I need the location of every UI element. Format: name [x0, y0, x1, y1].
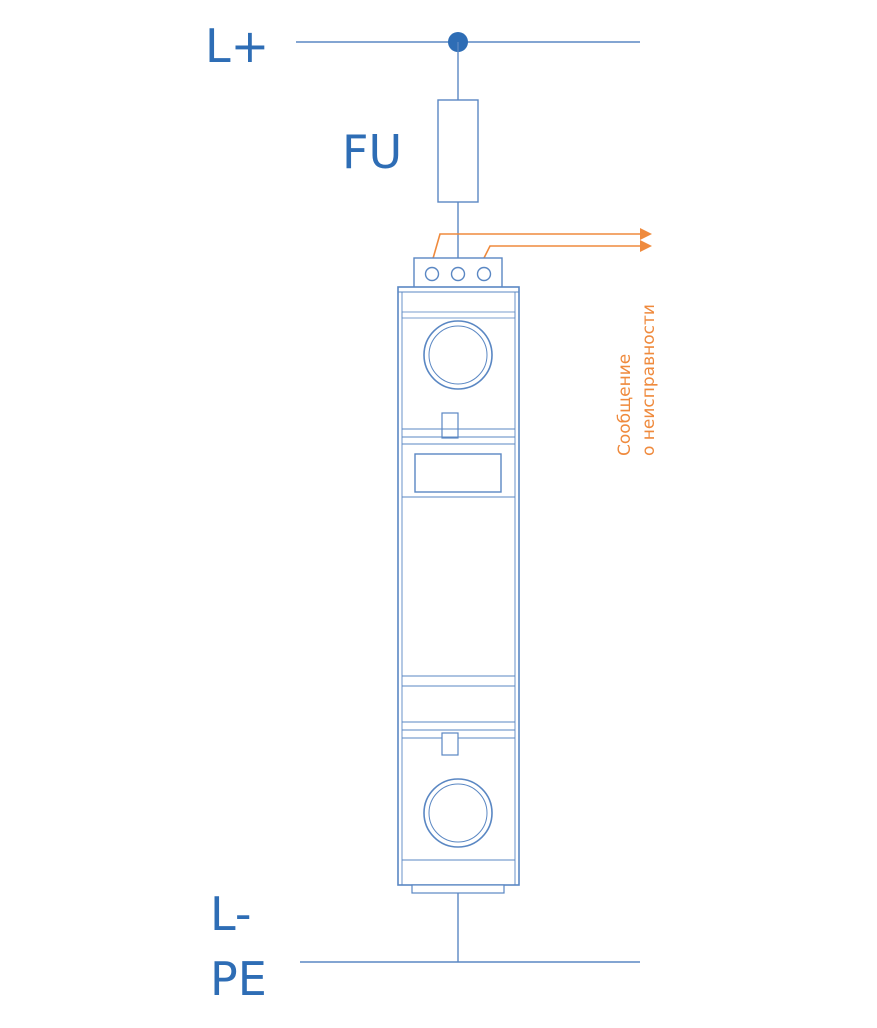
- device-foot: [411, 884, 505, 894]
- fuse-body: [437, 99, 479, 203]
- signal-label-group: Сообщение о неисправности: [615, 304, 659, 456]
- signal-arrow-1: [640, 228, 652, 240]
- signal-label-line1: Сообщение: [615, 354, 635, 456]
- device-top-rib: [401, 311, 516, 319]
- terminal-screw-2: [450, 266, 466, 282]
- pe-label: PE: [210, 952, 267, 1006]
- lower-terminal-inner: [428, 783, 488, 843]
- terminal-screw-1: [424, 266, 440, 282]
- signal-wire-2: [481, 245, 640, 263]
- status-indicator-window: [414, 453, 502, 493]
- l-minus-label: L-: [210, 887, 251, 941]
- signal-label-line2: о неисправности: [639, 304, 659, 456]
- upper-terminal-inner: [428, 325, 488, 385]
- lower-latch: [441, 732, 459, 756]
- terminal-screw-3: [476, 266, 492, 282]
- upper-latch: [441, 412, 459, 439]
- signal-wire-1: [431, 233, 640, 263]
- signal-arrow-2: [640, 240, 652, 252]
- fuse-label: FU: [342, 125, 402, 179]
- l-plus-label: L+: [205, 19, 269, 73]
